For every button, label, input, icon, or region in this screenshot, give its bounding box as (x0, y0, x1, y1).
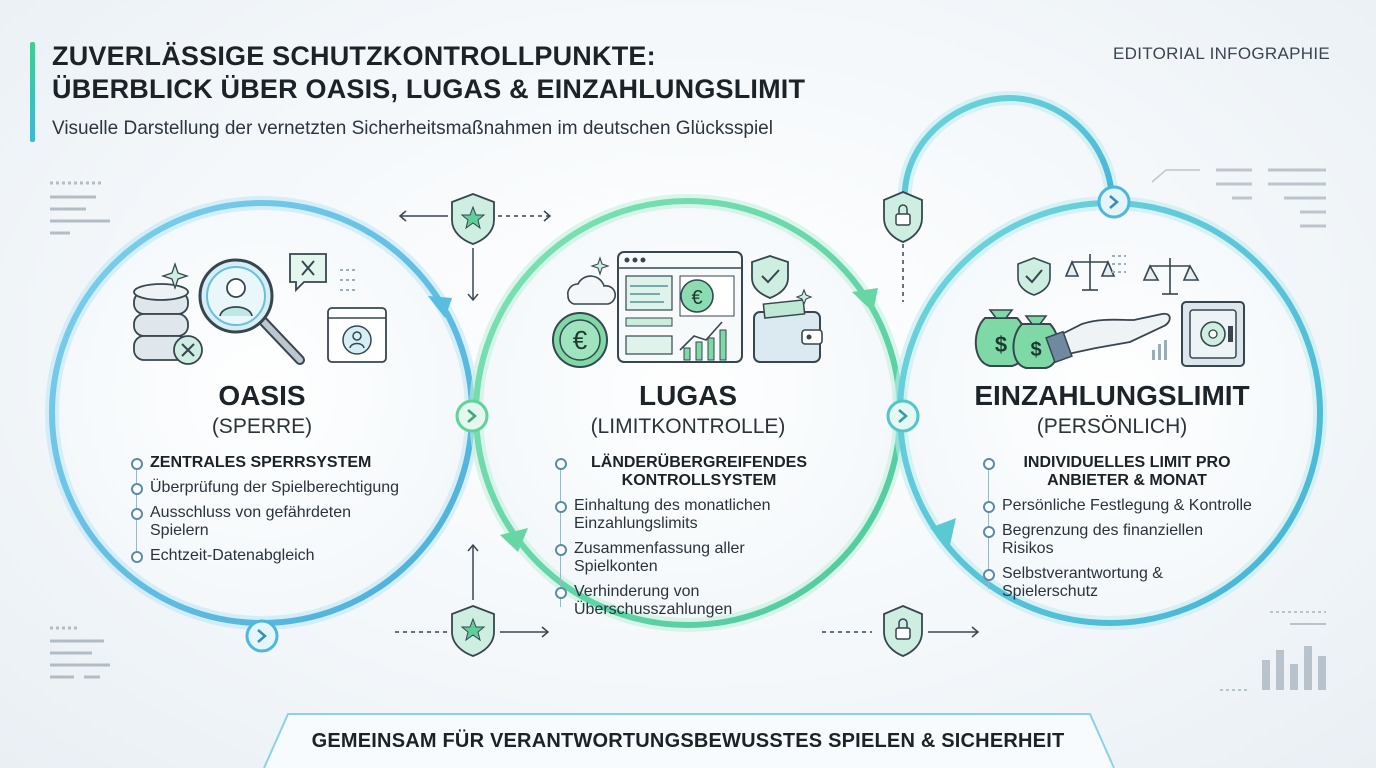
decor-bars-bottom-right (1220, 611, 1326, 691)
svg-text:$: $ (1030, 339, 1041, 361)
shield-check-icon (751, 255, 789, 299)
panel-einzahlungslimit: EINZAHLUNGSLIMIT (PERSÖNLICH) INDIVIDUEL… (962, 380, 1262, 608)
page-title: ZUVERLÄSSIGE SCHUTZKONTROLLPUNKTE: ÜBERB… (52, 40, 805, 106)
euro-coin-icon: € (552, 312, 608, 368)
ring-arrow-heads (428, 288, 956, 552)
scales-icon (1142, 258, 1200, 295)
list-lines-icon (1112, 255, 1126, 273)
list-item: Ausschluss von gefährdeten Spielern (130, 504, 412, 540)
list-item: INDIVIDUELLES LIMIT PRO ANBIETER & MONAT (982, 454, 1252, 490)
panel-einzahlung-title: EINZAHLUNGSLIMIT (974, 380, 1250, 411)
footer-box (263, 713, 1115, 768)
list-item: Persönliche Festlegung & Kontrolle (982, 497, 1252, 515)
list-item: Verhinderung von Überschusszahlungen (554, 583, 824, 619)
footer-text: GEMEINSAM FÜR VERANTWORTUNGSBEWUSSTES SP… (311, 730, 1065, 752)
connector-arrows (395, 210, 980, 638)
browser-dashboard-icon: € (617, 251, 743, 363)
decor-lines-top-left (50, 181, 110, 235)
scales-icon (1064, 254, 1116, 291)
panel-oasis: OASIS (SPERRE) ZENTRALES SPERRSYSTEM Übe… (112, 380, 412, 572)
header-accent-bar (30, 42, 35, 142)
list-item: Begrenzung des finanziellen Risikos (982, 522, 1252, 558)
panel-einzahlung-subtitle: (PERSÖNLICH) (1036, 415, 1188, 438)
page-subtitle: Visuelle Darstellung der vernetzten Sich… (52, 118, 773, 139)
magnifier-user-icon (198, 258, 305, 365)
list-item: ZENTRALES SPERRSYSTEM (130, 454, 412, 472)
panel-lugas-title: LUGAS (639, 380, 737, 411)
decor-lines-top-right (1151, 168, 1326, 228)
panel-lugas-list: LÄNDERÜBERGREIFENDES KONTROLLSYSTEM Einh… (554, 454, 824, 619)
svg-text:$: $ (995, 332, 1007, 357)
shield-star-icon (451, 193, 495, 245)
hand-icon (1045, 312, 1171, 364)
close-icon (173, 335, 203, 365)
panel-oasis-subtitle: (SPERRE) (211, 415, 313, 438)
shield-star-icon (451, 605, 495, 657)
title-line-2: ÜBERBLICK ÜBER OASIS, LUGAS & EINZAHLUNG… (52, 74, 806, 104)
decor-lines-bottom-left (50, 626, 110, 679)
sparkle-icon (590, 256, 813, 306)
editorial-tag: EDITORIAL INFOGRAPHIE (1113, 44, 1330, 63)
panel-einzahlung-list: INDIVIDUELLES LIMIT PRO ANBIETER & MONAT… (982, 454, 1252, 601)
panel-lugas: LUGAS (LIMITKONTROLLE) LÄNDERÜBERGREIFEN… (540, 380, 836, 626)
panel-oasis-title: OASIS (218, 380, 306, 411)
safe-icon (1181, 301, 1245, 367)
list-lines-icon (340, 269, 356, 291)
list-item: Echtzeit-Datenabgleich (130, 547, 412, 565)
panel-oasis-list: ZENTRALES SPERRSYSTEM Überprüfung der Sp… (130, 454, 412, 565)
chevron-right-icon (886, 399, 920, 433)
chevron-right-icon (455, 399, 489, 433)
list-item: Einhaltung des monatlichen Einzahlungsli… (554, 497, 824, 533)
shield-check-icon (1017, 257, 1051, 296)
close-icon (289, 253, 327, 293)
wallet-icon (753, 299, 823, 363)
bar-chart-icon (1152, 340, 1167, 360)
lock-shield-icon (883, 605, 923, 657)
profile-card-icon (327, 307, 387, 363)
list-item: LÄNDERÜBERGREIFENDES KONTROLLSYSTEM (554, 454, 824, 490)
list-item: Selbstverantwortung & Spielerschutz (982, 565, 1252, 601)
list-item: Überprüfung der Spielberechtigung (130, 479, 412, 497)
lock-shield-icon (883, 191, 923, 243)
panel-lugas-subtitle: (LIMITKONTROLLE) (590, 415, 786, 438)
bar-chart-icon (679, 321, 727, 361)
list-item: Zusammenfassung aller Spielkonten (554, 540, 824, 576)
chevron-right-icon (1097, 185, 1131, 219)
chevron-right-icon (245, 619, 279, 653)
cloud-icon (567, 275, 617, 305)
svg-text:€: € (573, 325, 588, 355)
svg-text:€: € (691, 287, 702, 309)
top-loop (897, 90, 1119, 206)
title-line-1: ZUVERLÄSSIGE SCHUTZKONTROLLPUNKTE: (52, 41, 656, 71)
sparkle-icon (160, 261, 190, 291)
money-bag-icon: $ (1012, 315, 1060, 369)
